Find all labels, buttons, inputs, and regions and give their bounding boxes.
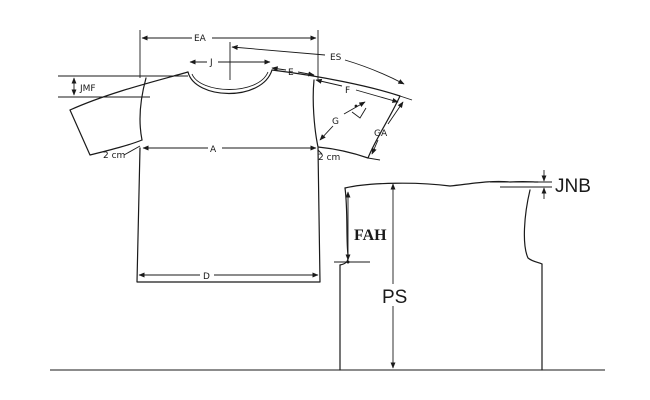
right-angle-mark [351,107,367,119]
dim-f: F [315,78,399,103]
dim-fah: FAH [334,191,387,264]
label-ps: PS [382,287,407,308]
neckline [187,69,273,95]
label-e: E [288,68,294,78]
label-ga: GA [374,129,388,139]
label-ea: EA [194,34,207,44]
dim-j: J [189,42,271,80]
left-sleeve [69,109,143,156]
tshirt-side [339,180,543,371]
label-2cm-left: 2 cm [103,151,125,161]
side-front-armhole [339,187,349,266]
front-body [136,147,321,283]
left-shoulder [69,71,189,111]
dim-jnb: JNB [490,170,591,199]
label-jnb: JNB [555,176,591,197]
label-a: A [210,145,217,155]
dim-e: E [271,66,315,78]
tshirt-front [69,69,401,283]
label-fah: FAH [354,227,387,244]
label-jmf: JMF [79,84,96,94]
dim-d: D [138,272,319,282]
neck-band [191,71,269,90]
right-shoulder [271,69,401,97]
label-j: J [209,58,213,68]
label-2cm-right: 2 cm [318,153,340,163]
dim-ga: GA [367,95,413,161]
dim-g: G [319,101,367,141]
label-es: ES [330,53,342,63]
left-armhole [139,77,147,141]
dim-ps: PS [382,183,407,369]
armhole-offset-marks: 2 cm 2 cm [103,145,340,163]
dim-a: A [142,145,317,155]
dim-ea: EA [139,30,319,80]
label-d: D [203,272,210,282]
dim-jmf: JMF [58,75,188,98]
right-armhole [312,79,319,148]
dim-es: ES [231,44,405,85]
label-f: F [345,86,350,96]
side-back-armhole [523,189,543,265]
label-g: G [332,117,339,127]
